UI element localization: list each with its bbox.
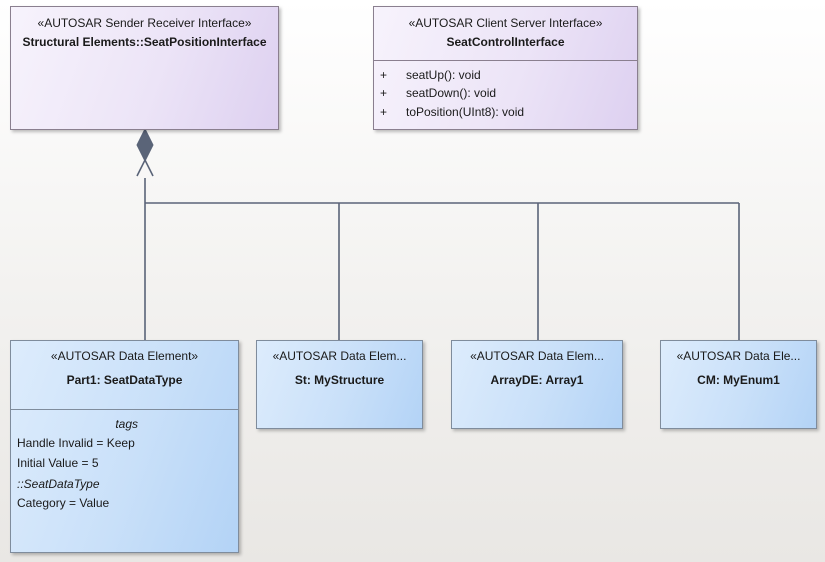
cs-interface-stereotype: «AUTOSAR Client Server Interface» (408, 16, 603, 30)
operation-signature: seatUp(): void (406, 68, 481, 82)
operation-row[interactable]: + seatUp(): void (380, 68, 481, 82)
client-server-interface-box[interactable]: «AUTOSAR Client Server Interface» SeatCo… (373, 6, 638, 130)
tags-header: tags (115, 417, 138, 431)
operation-signature: toPosition(UInt8): void (406, 105, 525, 119)
data-element-divider (11, 409, 238, 410)
data-element-name: Part1: SeatDataType (66, 373, 183, 387)
data-element-stereotype: «AUTOSAR Data Element» (50, 349, 199, 363)
sender-receiver-interface-box[interactable]: «AUTOSAR Sender Receiver Interface» Stru… (10, 6, 279, 130)
operation-signature: seatDown(): void (406, 86, 497, 100)
data-element-stereotype: «AUTOSAR Data Elem... (470, 349, 604, 363)
cs-interface-name: SeatControlInterface (446, 35, 565, 49)
operation-row[interactable]: + toPosition(UInt8): void (380, 105, 524, 119)
sr-interface-name: Structural Elements::SeatPositionInterfa… (22, 35, 267, 49)
data-element-stereotype: «AUTOSAR Data Ele... (676, 349, 801, 363)
operation-visibility: + (380, 105, 388, 119)
data-element-name: St: MyStructure (294, 373, 385, 387)
operation-visibility: + (380, 86, 388, 100)
tag-value: Handle Invalid = Keep (17, 436, 135, 450)
sr-interface-stereotype: «AUTOSAR Sender Receiver Interface» (37, 16, 252, 30)
cs-interface-divider (374, 60, 637, 61)
data-element-st-box[interactable]: «AUTOSAR Data Elem... St: MyStructure (256, 340, 423, 429)
composition-diamond (136, 127, 154, 163)
type-tags-header: ::SeatDataType (17, 477, 100, 491)
tag-value: Category = Value (17, 496, 110, 510)
data-element-arrayde-box[interactable]: «AUTOSAR Data Elem... ArrayDE: Array1 (451, 340, 623, 429)
data-element-stereotype: «AUTOSAR Data Elem... (272, 349, 407, 363)
operation-row[interactable]: + seatDown(): void (380, 86, 496, 100)
data-element-cm-box[interactable]: «AUTOSAR Data Ele... CM: MyEnum1 (660, 340, 817, 429)
open-arrow-head (136, 158, 154, 177)
tag-value: Initial Value = 5 (17, 456, 99, 470)
data-element-name: CM: MyEnum1 (697, 373, 780, 387)
data-element-name: ArrayDE: Array1 (490, 373, 584, 387)
data-element-part1-box[interactable]: «AUTOSAR Data Element» Part1: SeatDataTy… (10, 340, 239, 553)
operation-visibility: + (380, 68, 388, 82)
